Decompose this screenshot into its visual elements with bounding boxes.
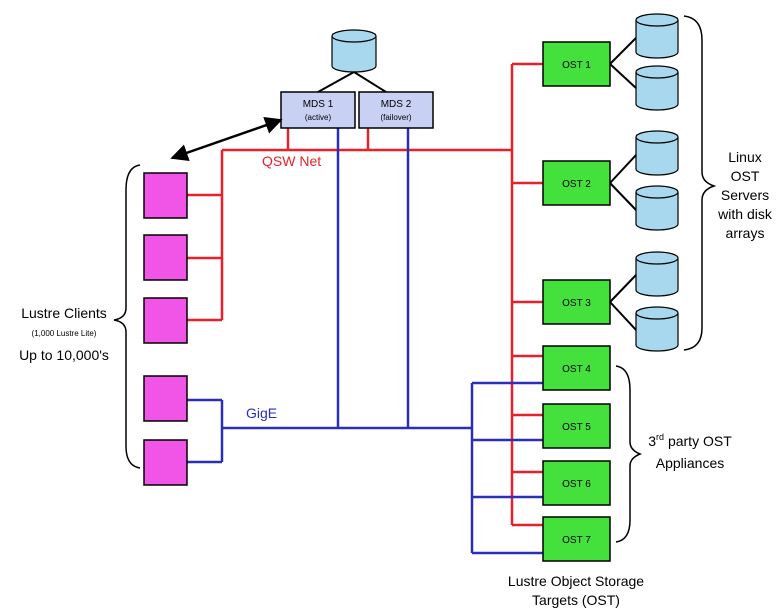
ost-caption-line1: Lustre Object Storage [508, 573, 644, 589]
disk-icon [635, 65, 679, 111]
client-node [143, 234, 188, 281]
qsw-net-label: QSW Net [262, 153, 321, 169]
ost-5-label: OST 5 [562, 422, 591, 433]
ost-servers: OST 1 OST 2 OST 3 OST 4 OST 5 OST 6 OST … [542, 41, 611, 562]
ost-3-label: OST 3 [562, 298, 591, 309]
disk-icon [635, 185, 679, 231]
ost-6-label: OST 6 [562, 479, 591, 490]
svg-text:Servers: Servers [721, 187, 769, 203]
mds1-server: MDS 1 (active) [280, 91, 356, 129]
svg-text:OST: OST [731, 168, 760, 184]
disk-icon [635, 251, 679, 297]
ost-2: OST 2 [542, 160, 611, 206]
svg-text:with disk: with disk [717, 206, 773, 222]
mds2-state: (failover) [380, 113, 411, 122]
ost-4-label: OST 4 [562, 364, 591, 375]
disk-icon [635, 130, 679, 176]
mds1-name: MDS 1 [303, 99, 334, 110]
gige-links [187, 128, 543, 555]
gige-label: GigE [246, 405, 277, 421]
ost-1-label: OST 1 [562, 60, 591, 71]
ost-2-label: OST 2 [562, 179, 591, 190]
mds2-server: MDS 2 (failover) [358, 91, 434, 129]
clients-scale: Up to 10,000's [19, 347, 109, 363]
svg-text:Linux: Linux [728, 149, 761, 165]
disk-icon [635, 306, 679, 352]
ost-6: OST 6 [542, 460, 611, 506]
appliances-brace [615, 365, 643, 543]
clients-subtitle: (1,000 Lustre Lite) [32, 329, 97, 338]
client-node [143, 172, 188, 219]
mds-disk [331, 29, 377, 73]
lustre-clients [143, 172, 188, 486]
mds-disk-links [317, 71, 387, 93]
ost-4: OST 4 [542, 345, 611, 391]
linux-ost-brace [683, 15, 717, 351]
ost-5: OST 5 [542, 403, 611, 449]
ost-3: OST 3 [542, 279, 611, 325]
svg-text:arrays: arrays [726, 225, 765, 241]
linux-ost-label: Linux OST Servers with disk arrays [717, 149, 773, 241]
disk-icon [635, 13, 679, 59]
ost-disk-links [609, 37, 637, 331]
client-node [143, 375, 188, 422]
mds1-state: (active) [305, 113, 332, 122]
clients-brace [113, 164, 141, 469]
mds-client-arrow [170, 116, 283, 162]
client-node [143, 439, 188, 486]
ost-caption-line2: Targets (OST) [532, 592, 620, 608]
ost-disk-arrays [635, 13, 679, 352]
ost-7: OST 7 [542, 516, 611, 562]
ost-1: OST 1 [542, 41, 611, 87]
clients-title: Lustre Clients [21, 305, 107, 321]
mds2-name: MDS 2 [381, 99, 412, 110]
svg-text:3rd party OST: 3rd party OST [648, 432, 732, 449]
ost-7-label: OST 7 [562, 535, 591, 546]
third-party-label: 3rd party OST Appliances [648, 432, 732, 471]
svg-text:Appliances: Appliances [656, 455, 725, 471]
client-node [143, 297, 188, 344]
